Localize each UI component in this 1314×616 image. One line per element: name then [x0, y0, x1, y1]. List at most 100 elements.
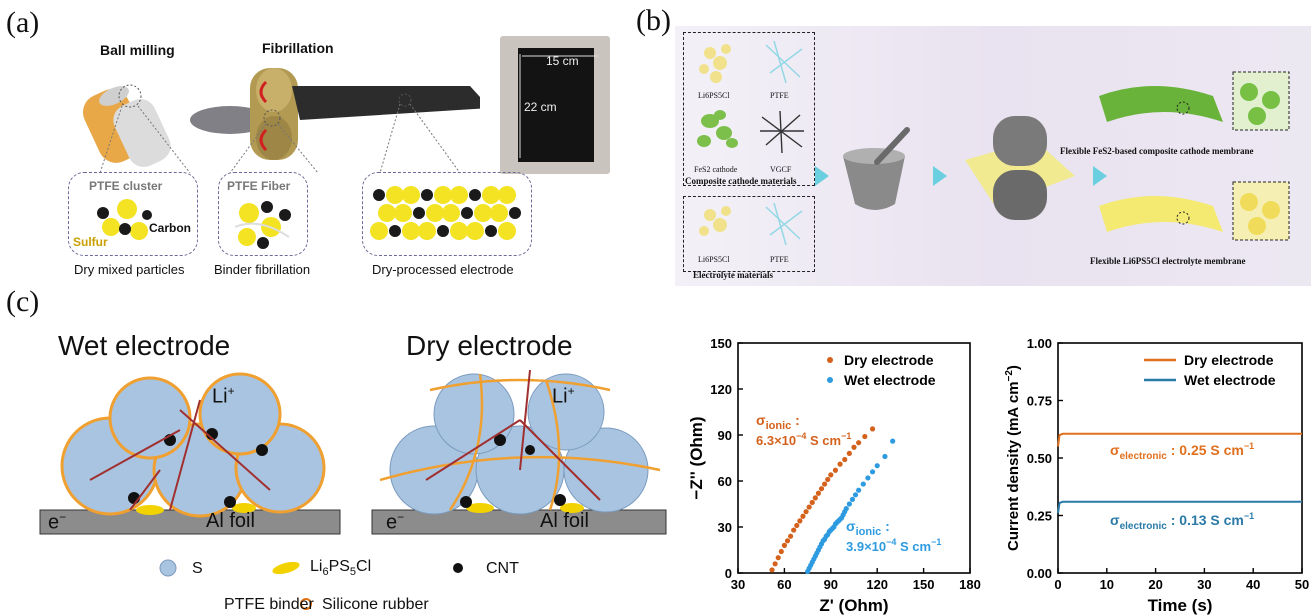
dry-point	[800, 513, 806, 519]
x-tick-label: 60	[777, 577, 791, 592]
dry-point	[846, 450, 852, 456]
sigma-electronic-label: σelectronic : 0.25 S cm−1	[1110, 441, 1254, 462]
x-tick-label: 20	[1148, 577, 1162, 592]
x-tick-label: 0	[1054, 577, 1061, 592]
wet-point	[860, 481, 866, 487]
electrolyte-materials-caption: Electrolyte materials	[693, 270, 774, 280]
wet-electrode-title: Wet electrode	[58, 330, 231, 361]
dry-point	[794, 522, 800, 529]
sulfur-particle	[450, 186, 468, 204]
electrode-particles-icon	[370, 186, 521, 240]
binder-fibrillation-box: PTFE Fiber	[218, 172, 308, 256]
dry-electrode-box	[362, 172, 532, 256]
wet-point	[865, 475, 871, 481]
membrane-output-icons	[1099, 71, 1290, 241]
sulfur-particle	[474, 204, 492, 222]
panel-b: Li6PS5Cl PTFE FeS2 cathode VGCF Composit…	[675, 26, 1311, 286]
sulfur-label: Sulfur	[73, 235, 108, 249]
sulfur-particle	[498, 186, 516, 204]
photo-height-label: 22 cm	[524, 100, 557, 114]
sulfur-particle	[402, 222, 420, 240]
y-axis-label: Current density (mA cm−2)	[1004, 365, 1022, 551]
sulfur-particle	[370, 222, 388, 240]
ptfe-cluster-label: PTFE cluster	[89, 179, 163, 193]
legend-ptfe-binder: PTFE binder	[224, 596, 314, 613]
cathode-membrane-caption: Flexible FeS2-based composite cathode me…	[1060, 146, 1254, 156]
dry-point	[825, 476, 831, 483]
dry-point	[856, 440, 862, 446]
dry-point	[784, 538, 791, 544]
dry-mixed-caption: Dry mixed particles	[74, 262, 185, 277]
legend-marker	[827, 357, 833, 363]
electrode-photo: 15 cm 22 cm	[500, 36, 610, 174]
sulfur-particle	[434, 186, 452, 204]
dry-point	[781, 542, 787, 548]
carbon-particle	[389, 225, 401, 237]
wet-point	[843, 506, 849, 512]
dry-point	[775, 555, 781, 561]
y-tick-label: 90	[718, 428, 732, 443]
legend-marker	[827, 377, 833, 383]
sulfur-particle	[490, 204, 508, 222]
electrolyte-membrane-caption: Flexible Li6PS5Cl electrolyte membrane	[1090, 256, 1246, 266]
dry-point	[809, 499, 815, 506]
legend-lps: Li6PS5Cl	[310, 558, 372, 579]
legend-s: S	[192, 560, 203, 577]
y-tick-label: 60	[718, 474, 732, 489]
dry-point	[778, 548, 784, 555]
dry-point	[806, 504, 812, 510]
dry-electrode-title: Dry electrode	[406, 330, 573, 361]
dry-point	[828, 472, 834, 478]
dry-foil-label: Al foil	[540, 510, 589, 532]
dry-point	[791, 527, 797, 533]
dry-point	[803, 509, 809, 515]
plot-frame	[737, 342, 971, 574]
vgcf-label: VGCF	[770, 165, 792, 174]
sigma-ionic-value: 6.3×10−4 S cm−1	[756, 431, 851, 448]
dry-point	[842, 456, 848, 463]
dry-point	[851, 444, 857, 450]
x-tick-label: 180	[959, 577, 981, 592]
carbon-particle	[437, 225, 449, 237]
particle-cluster-icon	[97, 199, 152, 240]
sulfur-particle	[386, 186, 404, 204]
dry-point	[822, 481, 828, 487]
cathode-ptfe-label: PTFE	[770, 91, 789, 100]
dry-point	[832, 467, 839, 473]
wet-point	[890, 438, 896, 444]
binder-fibrillation-caption: Binder fibrillation	[214, 262, 311, 277]
dry-point	[818, 486, 825, 492]
dry-point	[812, 495, 818, 501]
schematic-legend-icons	[159, 559, 463, 610]
x-tick-label: 50	[1295, 577, 1309, 592]
dry-point	[797, 518, 803, 524]
sulfur-particle	[498, 222, 516, 240]
sulfur-particle	[402, 186, 420, 204]
wet-point	[846, 501, 852, 507]
wet-point	[852, 492, 859, 498]
legend-silicone-rubber: Silicone rubber	[322, 596, 429, 613]
carbon-particle	[461, 207, 473, 219]
dry-mixed-box: PTFE cluster Sulfur Carbon	[68, 172, 198, 256]
photo-width-label: 15 cm	[546, 54, 579, 68]
cathode-lps-label: Li6PS5Cl	[698, 91, 730, 100]
panel-label-c: (c)	[6, 285, 40, 318]
sulfur-particle	[450, 222, 468, 240]
y-tick-label: 30	[718, 520, 732, 535]
carbon-label: Carbon	[149, 221, 191, 235]
electrolyte-materials-box: Li6PS5Cl PTFE	[683, 196, 815, 272]
legend-label: Dry electrode	[844, 352, 934, 368]
sulfur-particle	[378, 204, 396, 222]
legend-cnt: CNT	[486, 560, 519, 577]
dry-point	[787, 533, 794, 539]
y-tick-label: 120	[710, 382, 732, 397]
ptfe-fiber-label: PTFE Fiber	[227, 179, 291, 193]
legend-label: Wet electrode	[844, 372, 936, 388]
x-tick-label: 30	[731, 577, 745, 592]
sigma-electronic-label: σelectronic : 0.13 S cm−1	[1110, 511, 1254, 532]
electrolyte-ptfe-label: PTFE	[770, 255, 789, 264]
y-tick-label: 150	[710, 336, 732, 351]
legend-label: Dry electrode	[1184, 352, 1274, 368]
ball-milling-title: Ball milling	[100, 42, 175, 58]
